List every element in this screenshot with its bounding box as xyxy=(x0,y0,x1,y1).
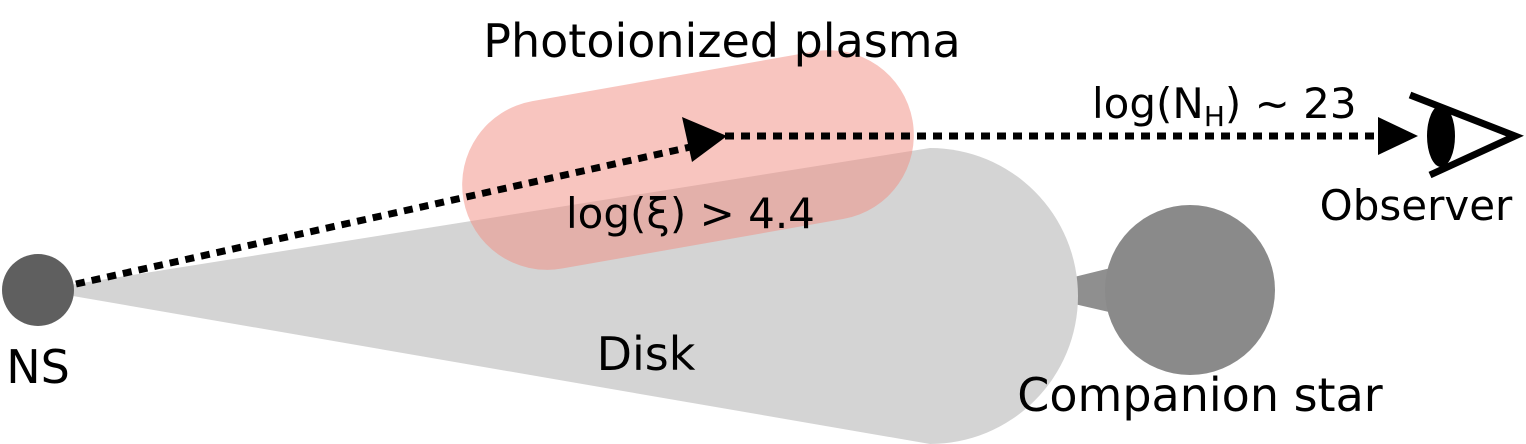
companion-label: Companion star xyxy=(1017,368,1383,422)
eye-icon xyxy=(1408,91,1524,179)
photoionized-plasma xyxy=(462,50,914,270)
column-density-prefix: log(N xyxy=(1092,79,1204,128)
sightline-arrowhead-observer xyxy=(1378,117,1418,155)
observer-label: Observer xyxy=(1320,181,1513,230)
column-density-suffix: ) ~ 23 xyxy=(1225,79,1357,128)
disk-label: Disk xyxy=(597,327,696,381)
column-density-subscript: H xyxy=(1204,100,1225,133)
sightline-arrowhead-plasma xyxy=(682,117,727,162)
plasma-label: Photoionized plasma xyxy=(483,14,960,68)
sightline-ns-to-plasma xyxy=(75,142,696,288)
column-density-label: log(NH) ~ 23 xyxy=(1092,79,1357,133)
companion-star xyxy=(1105,205,1275,375)
ionization-label: log(ξ) > 4.4 xyxy=(566,189,815,238)
neutron-star xyxy=(2,254,74,326)
ns-label: NS xyxy=(6,340,70,394)
